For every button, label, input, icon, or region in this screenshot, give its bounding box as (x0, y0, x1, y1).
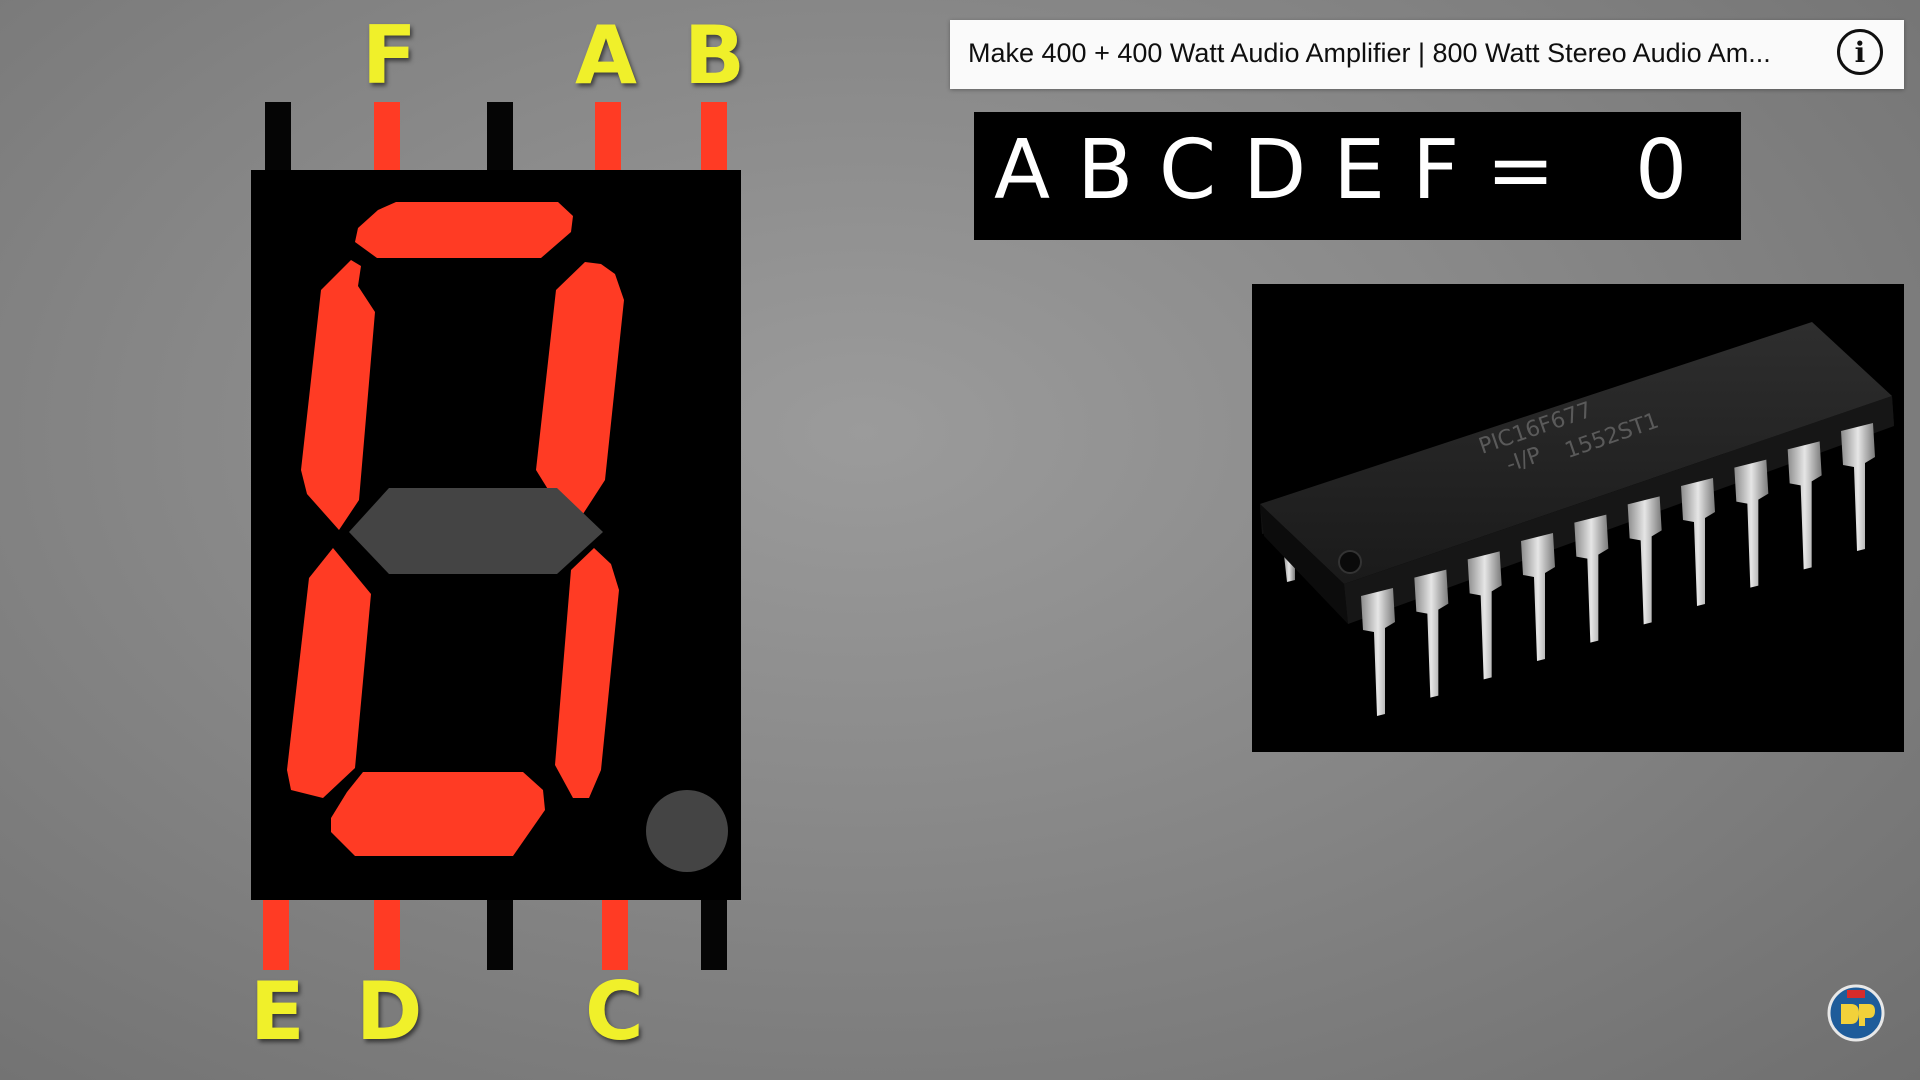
bottom-pin-common (487, 900, 513, 970)
segments-svg (287, 202, 728, 872)
channel-logo-icon[interactable] (1827, 984, 1885, 1042)
top-pin-common (487, 102, 513, 172)
pin-label-c: C (585, 965, 644, 1058)
video-title-bar[interactable]: Make 400 + 400 Watt Audio Amplifier | 80… (950, 20, 1904, 89)
bottom-pin-c (602, 900, 628, 970)
top-pin-a (595, 102, 621, 172)
segment-f (301, 260, 375, 530)
seven-segment-display (251, 170, 741, 900)
segment-d (331, 772, 545, 856)
formula-text: ABCDEF= 0 (994, 123, 1715, 218)
segment-a (355, 202, 573, 258)
chip-leg (1521, 533, 1555, 661)
video-title[interactable]: Make 400 + 400 Watt Audio Amplifier | 80… (968, 38, 1771, 68)
chip-body-front (1260, 504, 1348, 624)
info-icon[interactable]: i (1837, 29, 1883, 75)
pin-label-b: B (684, 9, 745, 102)
info-icon-glyph: i (1854, 35, 1866, 69)
segment-b (536, 262, 624, 520)
chip-leg (1414, 569, 1449, 698)
segment-e (287, 548, 371, 798)
segment-g (349, 488, 603, 574)
top-pin-f (374, 102, 400, 172)
segment-dp (646, 790, 728, 872)
pin-label-a: A (575, 9, 637, 102)
chip-leg (1467, 551, 1502, 680)
bottom-pin-dp (701, 900, 727, 970)
top-pin-b (701, 102, 727, 172)
chip-svg: PIC16F677 -I/P 1552ST1 (1260, 322, 1894, 716)
microcontroller-chip-image: PIC16F677 -I/P 1552ST1 (1252, 284, 1904, 752)
chip-leg (1681, 478, 1715, 606)
chip-front-legs (1361, 423, 1875, 716)
chip-leg (1734, 459, 1769, 588)
formula-box: ABCDEF= 0 (974, 112, 1741, 240)
top-pin-1 (265, 102, 291, 172)
chip-leg (1574, 514, 1609, 643)
bottom-pin-e (263, 900, 289, 970)
chip-leg (1627, 496, 1662, 625)
chip-leg (1361, 588, 1395, 716)
chip-leg (1787, 441, 1822, 570)
chip-leg (1841, 423, 1875, 551)
bottom-pin-d (374, 900, 400, 970)
pin-label-f: F (362, 9, 417, 102)
pin-label-e: E (250, 965, 305, 1058)
segment-c (555, 548, 619, 798)
pin-label-d: D (356, 965, 423, 1058)
chip-body-top (1260, 322, 1892, 584)
chip-pin1-dot (1338, 550, 1362, 574)
